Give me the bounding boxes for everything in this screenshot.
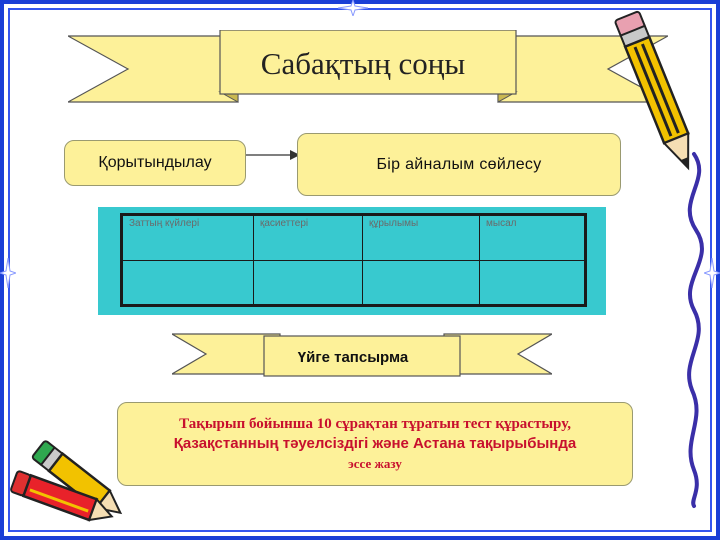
table-cell [479,260,586,306]
sparkle-icon [0,258,16,288]
squiggle-decoration [687,152,704,508]
round-talk-box: Бір айналым сөйлесу [297,133,621,196]
table-header-cell: құрылымы [362,214,480,261]
homework-task-box: Тақырып бойынша 10 сұрақтан тұратын тест… [117,402,633,486]
title-ribbon [68,30,668,103]
pencil-icon [614,10,690,171]
pencil-icon [31,440,123,515]
table-header-cell: мысал [479,214,586,261]
homework-task-line-2: Қазақстанның тәуелсіздігі және Астана та… [173,435,577,452]
pencil-icon [10,470,114,522]
summary-box: Қорытындылау [64,140,246,186]
table-header-cell: Заттың күйлері [121,214,254,261]
states-table: Заттың күйлері қасиеттері құрылымы мысал [120,213,587,307]
sparkle-icon [704,258,720,288]
homework-title: Үйге тапсырма [297,348,409,366]
homework-task-line-1: Тақырып бойынша 10 сұрақтан тұратын тест… [179,416,571,432]
table-cell [362,260,480,306]
homework-task-line-3: эссе жазу [348,456,402,471]
table-row [121,260,586,306]
homework-ribbon [172,333,552,377]
table-header-cell: қасиеттері [253,214,363,261]
arrow-right-icon [246,150,300,160]
table-cell [121,260,254,306]
table-cell [253,260,363,306]
table-header-row: Заттың күйлері қасиеттері құрылымы мысал [121,214,586,261]
sparkle-icon [338,0,368,16]
slide-title: Сабақтың соңы [260,46,466,81]
